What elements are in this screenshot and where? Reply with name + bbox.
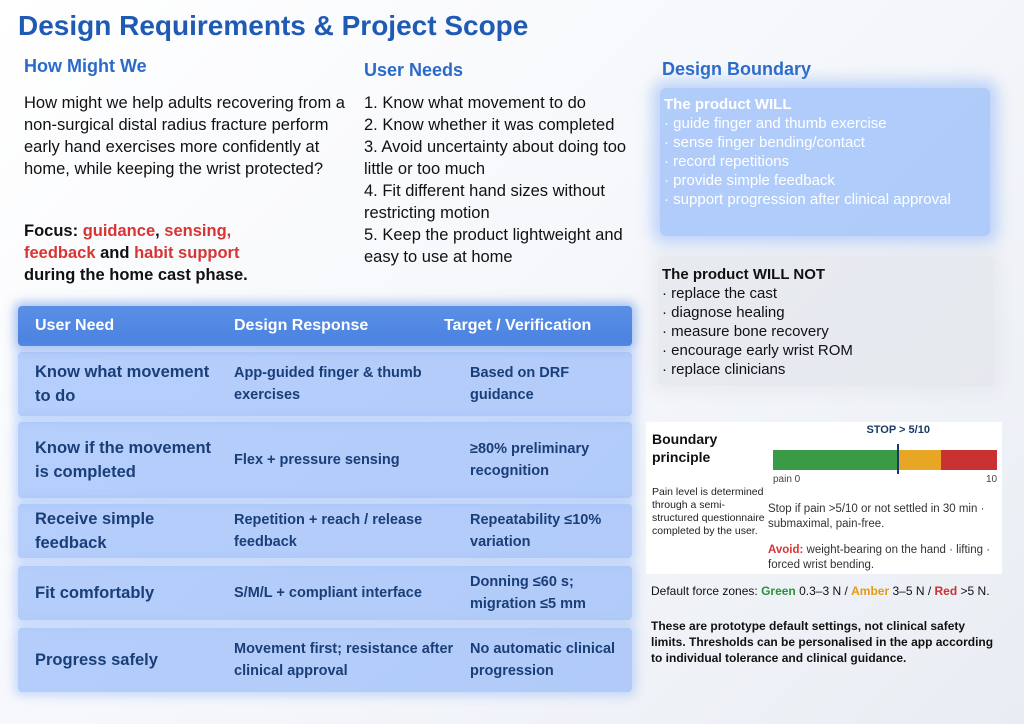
focus-label: Focus: <box>24 222 79 240</box>
cell-response: App-guided finger & thumb exercises <box>234 365 422 403</box>
cell-response: Movement first; resistance after clinica… <box>234 641 454 679</box>
design-boundary-heading: Design Boundary <box>662 59 812 79</box>
stop-threshold-label: STOP > 5/10 <box>866 424 930 436</box>
table-row: Fit comfortably S/M/L + compliant interf… <box>18 566 632 620</box>
cell-response: S/M/L + compliant interface <box>234 585 422 601</box>
focus-guidance: guidance <box>82 222 156 240</box>
cell-need: Fit comfortably <box>35 584 155 602</box>
cell-target: ≥80% preliminary recognition <box>470 441 590 479</box>
list-item: 2. Know whether it was completed <box>364 116 615 134</box>
list-item: 1. Know what movement to do <box>364 94 586 112</box>
force-zone-red-range: >5 N. <box>957 584 990 598</box>
avoid-label: Avoid: <box>768 544 804 556</box>
stop-rule-text: Stop if pain >5/10 or not settled in 30 … <box>768 503 985 530</box>
product-will-title: The product WILL <box>664 96 792 113</box>
page-title: Design Requirements & Project Scope <box>18 10 529 41</box>
list-item: 4. Fit different hand sizes without rest… <box>364 182 605 222</box>
product-will-not-title: The product WILL NOT <box>662 266 826 283</box>
stop-threshold-marker <box>897 444 900 474</box>
pain-scale-min-label: pain 0 <box>773 474 801 485</box>
boundary-principle-title: Boundary principle <box>652 430 732 466</box>
header-target-verification: Target / Verification <box>444 317 592 334</box>
cell-need: Progress safely <box>35 651 158 669</box>
list-item: · support progression after clinical app… <box>664 191 951 208</box>
principle-title-text: Boundary principle <box>652 431 718 465</box>
focus-and: and <box>95 244 135 262</box>
focus-feedback: feedback <box>24 244 96 262</box>
list-item: · replace the cast <box>662 285 778 302</box>
list-item: · provide simple feedback <box>664 172 835 189</box>
avoid-text: weight-bearing on the hand · lifting · f… <box>768 544 991 571</box>
header-user-need: User Need <box>35 317 115 334</box>
hmw-focus: Focus: guidance, sensing, feedback and h… <box>24 220 354 286</box>
hmw-question: How might we help adults recovering from… <box>24 94 345 178</box>
force-zone-amber-label: Amber <box>851 584 890 598</box>
force-zone-red-label: Red <box>934 584 958 598</box>
cell-target: Repeatability ≤10% variation <box>470 512 602 550</box>
pain-level-note: Pain level is determined through a semi-… <box>652 486 765 537</box>
default-force-zones: Default force zones: Green 0.3–3 N / Amb… <box>651 584 990 598</box>
user-needs-list: 1. Know what movement to do 2. Know whet… <box>364 92 654 268</box>
table-row: Know if the movement is completed Flex +… <box>18 422 632 498</box>
pain-scale-amber-segment <box>898 450 941 470</box>
focus-tail: during the home cast phase. <box>24 266 248 284</box>
list-item: · replace clinicians <box>662 361 786 378</box>
force-zone-green-range: 0.3–3 N / <box>795 584 852 598</box>
focus-sep: , <box>155 222 165 240</box>
force-zone-amber-range: 3–5 N / <box>889 584 935 598</box>
cell-need: Know if the movement is completed <box>35 439 212 481</box>
focus-sensing: sensing, <box>164 222 232 240</box>
list-item: · guide finger and thumb exercise <box>664 115 887 132</box>
product-will-box: The product WILL · guide finger and thum… <box>660 88 990 236</box>
cell-response: Repetition + reach / release feedback <box>234 512 423 550</box>
user-needs-heading: User Needs <box>364 60 464 80</box>
list-item: · measure bone recovery <box>662 323 829 340</box>
cell-need: Receive simple feedback <box>35 510 155 552</box>
prototype-disclaimer: These are prototype default settings, no… <box>651 619 994 665</box>
force-zones-prefix: Default force zones: <box>651 584 762 598</box>
list-item: · record repetitions <box>664 153 790 170</box>
header-design-response: Design Response <box>234 317 369 334</box>
list-item: · diagnose healing <box>662 304 785 321</box>
cell-target: Donning ≤60 s; migration ≤5 mm <box>470 574 586 612</box>
table-header-row: User Need Design Response Target / Verif… <box>18 306 632 346</box>
list-item: · encourage early wrist ROM <box>662 342 853 359</box>
boundary-principle-card: Boundary principle STOP > 5/10 pain 0 10… <box>646 422 1002 574</box>
cell-need: Know what movement to do <box>35 363 210 405</box>
focus-habit-support: habit support <box>134 244 240 262</box>
cell-response: Flex + pressure sensing <box>234 452 400 468</box>
pain-scale-green-segment <box>773 450 899 470</box>
list-item: 5. Keep the product lightweight and easy… <box>364 226 623 266</box>
force-zone-green-label: Green <box>761 584 796 598</box>
pain-scale-max-label: 10 <box>986 474 998 485</box>
hmw-heading: How Might We <box>24 56 147 76</box>
list-item: · sense finger bending/contact <box>664 134 865 151</box>
table-row: Receive simple feedback Repetition + rea… <box>18 504 632 558</box>
product-will-list: · guide finger and thumb exercise · sens… <box>664 114 986 209</box>
table-row: Progress safely Movement first; resistan… <box>18 628 632 692</box>
cell-target: No automatic clinical progression <box>470 641 616 679</box>
product-will-not-box: The product WILL NOT · replace the cast … <box>658 256 994 386</box>
list-item: 3. Avoid uncertainty about doing too lit… <box>364 138 627 178</box>
table-row: Know what movement to do App-guided fing… <box>18 352 632 416</box>
cell-target: Based on DRF guidance <box>470 365 570 403</box>
product-will-not-list: · replace the cast · diagnose healing · … <box>662 284 990 379</box>
avoid-rule: Avoid: weight-bearing on the hand · lift… <box>768 543 998 573</box>
pain-scale-red-segment <box>940 450 997 470</box>
pain-scale-bar <box>773 450 997 470</box>
